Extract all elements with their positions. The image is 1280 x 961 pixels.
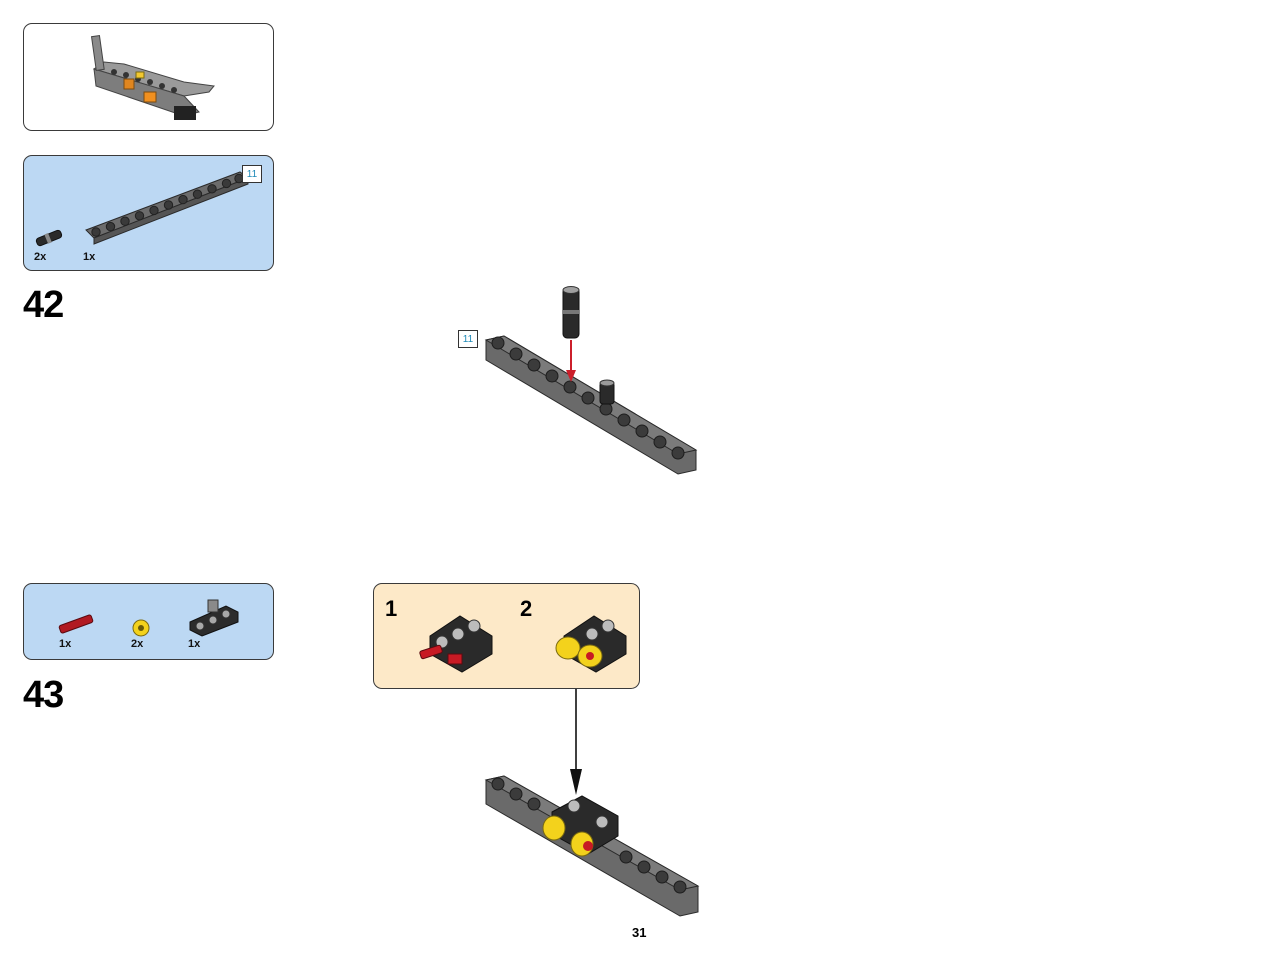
- bush-yellow-qty: 2x: [131, 638, 144, 650]
- axle-red-part: [58, 614, 94, 634]
- beam-11-part: [85, 171, 250, 245]
- step43-parts-panel: 1x 2x 1x: [23, 583, 274, 660]
- subassembly-arrow: [570, 689, 582, 795]
- connector-pin-part: [35, 229, 63, 247]
- beam-11-qty: 1x: [83, 251, 96, 263]
- model-preview-image: [90, 35, 215, 120]
- page-number: 31: [632, 925, 647, 940]
- substep-2-number: 2: [520, 596, 533, 621]
- substep-1-number: 1: [385, 596, 398, 621]
- previous-model-preview: [23, 23, 274, 131]
- step43-number: 43: [23, 674, 64, 716]
- cross-block-qty: 1x: [188, 638, 201, 650]
- step42-number: 42: [23, 284, 64, 326]
- bush-yellow-part: [132, 619, 150, 637]
- step42-parts-panel: 2x 1x 11: [23, 155, 274, 271]
- step43-assembly-illustration: [484, 775, 700, 917]
- axle-red-qty: 1x: [59, 638, 72, 650]
- subassembly-callout: 1 2: [373, 583, 640, 689]
- cross-block-part: [189, 599, 239, 637]
- substep-1-illustration: [419, 615, 493, 673]
- callout-beam-length-label: 11: [458, 330, 478, 348]
- beam-length-label: 11: [242, 165, 262, 183]
- step42-assembly-illustration: [484, 286, 698, 475]
- connector-pin-qty: 2x: [34, 251, 47, 263]
- substep-2-illustration: [555, 615, 627, 673]
